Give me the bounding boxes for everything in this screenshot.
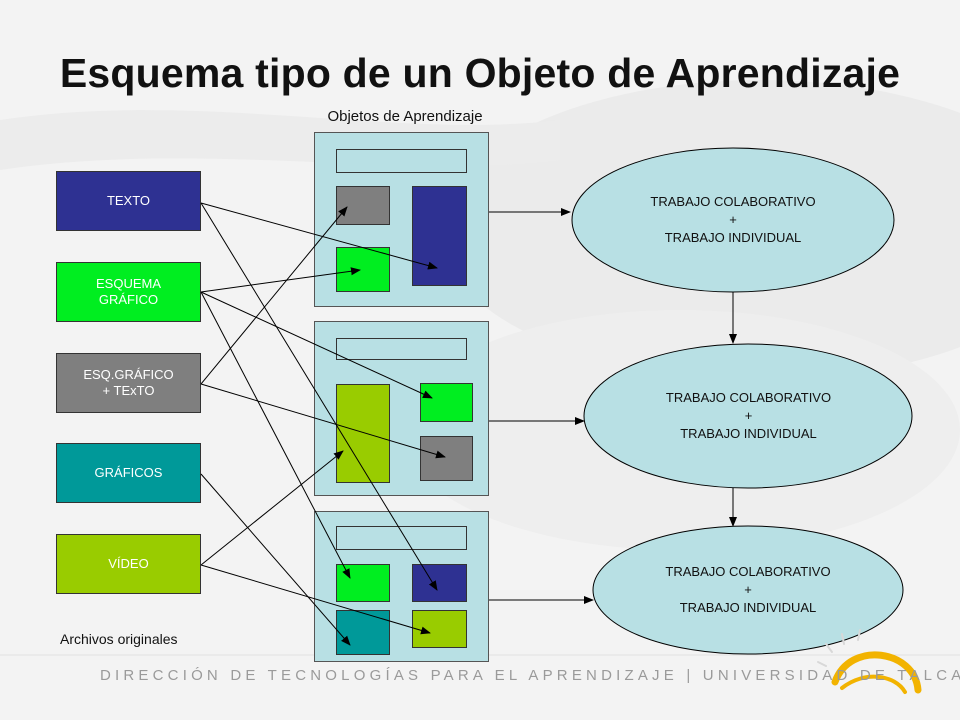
outcome-text-1: TRABAJO COLABORATIVO + TRABAJO INDIVIDUA… <box>650 194 816 245</box>
outcome-ellipse-1 <box>571 147 895 293</box>
connector-video-to-p2-olive <box>200 450 344 566</box>
connector-esquema-to-p1-green <box>200 267 361 293</box>
panel-3-teal-block <box>336 610 390 655</box>
originals-label: Archivos originales <box>60 631 178 647</box>
connector-esquema-to-p3-green <box>200 291 351 579</box>
source-esquema-grafico: ESQUEMA GRÁFICO <box>56 262 201 322</box>
outcome-ellipse-2 <box>583 343 913 489</box>
connector-graficos-to-p3-teal <box>200 473 351 646</box>
panel-1-blue-block <box>412 186 467 286</box>
logo-icon <box>817 629 922 694</box>
panel-1-gray-block <box>336 186 390 225</box>
panel-1-header-block <box>336 149 467 173</box>
panel-1-green-block <box>336 247 390 292</box>
panel-3-header-block <box>336 526 467 550</box>
connector-esq-texto-to-p2-gray <box>200 383 446 459</box>
source-esq-grafico-texto: ESQ.GRÁFICO + TExTO <box>56 353 201 413</box>
panel-3-blue-block <box>412 564 467 602</box>
panel-2-gray-block <box>420 436 473 481</box>
panel-3-green-block <box>336 564 390 602</box>
outcome-ellipse-3 <box>592 525 904 655</box>
panel-2-olive-block <box>336 384 390 483</box>
learning-object-panel-1 <box>314 132 489 307</box>
page-title: Esquema tipo de un Objeto de Aprendizaje <box>59 50 901 96</box>
connector-esq-texto-to-p1-gray <box>200 206 348 385</box>
footer-text: DIRECCIÓN DE TECNOLOGÍAS PARA EL APRENDI… <box>100 667 960 684</box>
connector-texto-to-p1-blue <box>200 202 438 270</box>
outcome-text-3: TRABAJO COLABORATIVO + TRABAJO INDIVIDUA… <box>665 564 831 615</box>
panel-2-header-block <box>336 338 467 360</box>
outcome-text-2: TRABAJO COLABORATIVO + TRABAJO INDIVIDUA… <box>665 390 832 441</box>
connector-texto-to-p3-blue <box>200 202 438 591</box>
learning-object-panel-2 <box>314 321 489 496</box>
connector-esquema-to-p2-green <box>200 291 433 399</box>
panel-2-green-block <box>420 383 473 422</box>
connector-video-to-p3-olive <box>200 564 431 635</box>
source-graficos: GRÁFICOS <box>56 443 201 503</box>
source-video: VÍDEO <box>56 534 201 594</box>
learning-objects-label: Objetos de Aprendizaje <box>327 108 483 125</box>
source-texto: TEXTO <box>56 171 201 231</box>
